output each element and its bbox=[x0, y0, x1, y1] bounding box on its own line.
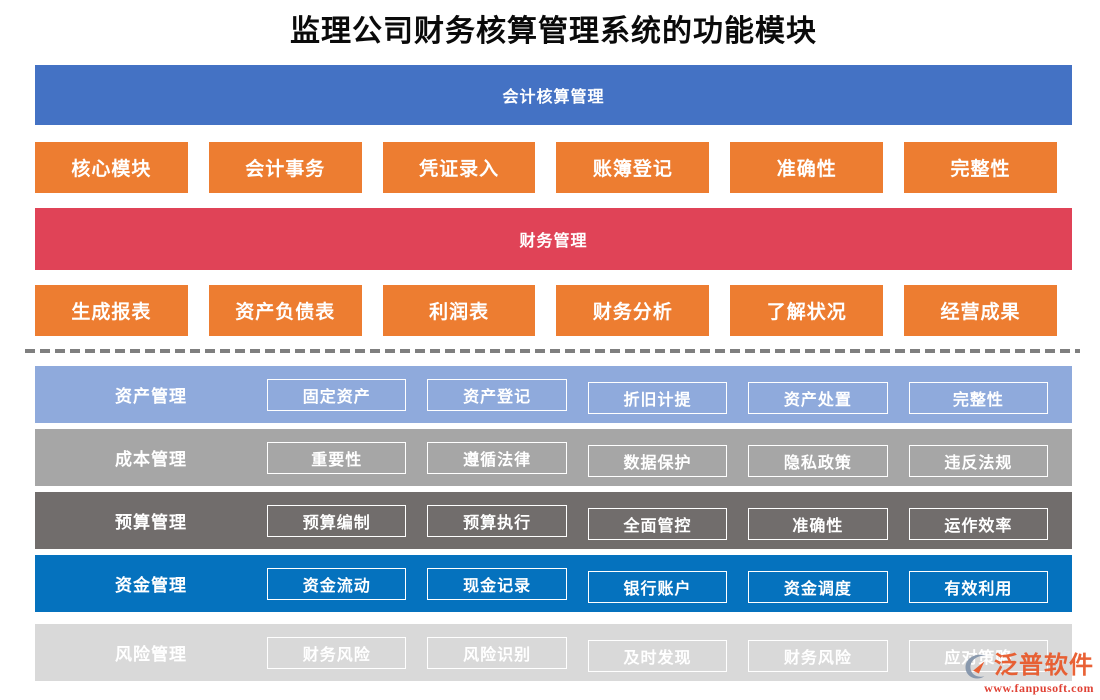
cost-feature-chips: 重要性遵循法律数据保护隐私政策违反法规 bbox=[267, 441, 1072, 477]
feature-chip: 有效利用 bbox=[908, 570, 1049, 603]
row-fund-management: 资金管理 资金流动现金记录银行账户资金调度有效利用 bbox=[35, 555, 1072, 612]
row-label-fund: 资金管理 bbox=[115, 576, 187, 595]
risk-feature-chips: 财务风险风险识别及时发现财务风险应对策略 bbox=[267, 636, 1072, 672]
module-button: 完整性 bbox=[904, 142, 1057, 193]
feature-chip: 数据保护 bbox=[587, 444, 728, 477]
feature-chip: 固定资产 bbox=[267, 378, 407, 411]
diagram-canvas: 监理公司财务核算管理系统的功能模块 会计核算管理 核心模块会计事务凭证录入账簿登… bbox=[25, 14, 1080, 681]
row-asset-management: 资产管理 固定资产资产登记折旧计提资产处置完整性 bbox=[35, 366, 1072, 423]
row-label-budget: 预算管理 bbox=[115, 513, 187, 532]
module-button: 准确性 bbox=[730, 142, 884, 193]
module-button: 凭证录入 bbox=[382, 142, 536, 193]
feature-chip: 运作效率 bbox=[908, 507, 1049, 540]
module-button: 核心模块 bbox=[35, 142, 188, 193]
row-budget-management: 预算管理 预算编制预算执行全面管控准确性运作效率 bbox=[35, 492, 1072, 549]
feature-chip: 遵循法律 bbox=[427, 441, 567, 474]
fund-feature-chips: 资金流动现金记录银行账户资金调度有效利用 bbox=[267, 567, 1072, 603]
feature-chip: 资产处置 bbox=[748, 381, 888, 414]
feature-chip: 违反法规 bbox=[908, 444, 1049, 477]
feature-chip: 重要性 bbox=[267, 441, 407, 474]
feature-chip: 全面管控 bbox=[587, 507, 728, 540]
brand-url: www.fanpusoft.com bbox=[984, 681, 1094, 695]
module-button: 了解状况 bbox=[730, 285, 884, 336]
feature-chip: 完整性 bbox=[908, 381, 1049, 414]
feature-chip: 银行账户 bbox=[587, 570, 728, 603]
module-button: 生成报表 bbox=[35, 285, 188, 336]
feature-chip: 折旧计提 bbox=[587, 381, 728, 414]
brand-watermark: 泛普软件 www.fanpusoft.com bbox=[961, 652, 1094, 694]
row-risk-management: 风险管理 财务风险风险识别及时发现财务风险应对策略 bbox=[35, 624, 1072, 681]
feature-chip: 及时发现 bbox=[587, 639, 728, 672]
module-button: 利润表 bbox=[382, 285, 536, 336]
feature-chip: 预算执行 bbox=[427, 504, 567, 537]
banner-finance-management: 财务管理 bbox=[35, 208, 1072, 270]
feature-chip: 风险识别 bbox=[427, 636, 567, 669]
accounting-modules-row: 核心模块会计事务凭证录入账簿登记准确性完整性 bbox=[35, 142, 1072, 193]
feature-chip: 资金流动 bbox=[267, 567, 407, 600]
dashed-divider bbox=[25, 349, 1080, 353]
row-label-risk: 风险管理 bbox=[115, 645, 187, 664]
feature-chip: 现金记录 bbox=[427, 567, 567, 600]
feature-chip: 财务风险 bbox=[748, 639, 888, 672]
feature-chip: 隐私政策 bbox=[748, 444, 888, 477]
feature-chip: 资产登记 bbox=[427, 378, 567, 411]
feature-chip: 财务风险 bbox=[267, 636, 407, 669]
feature-chip: 预算编制 bbox=[267, 504, 407, 537]
module-button: 财务分析 bbox=[556, 285, 710, 336]
finance-modules-row: 生成报表资产负债表利润表财务分析了解状况经营成果 bbox=[35, 285, 1072, 336]
module-button: 账簿登记 bbox=[556, 142, 710, 193]
asset-feature-chips: 固定资产资产登记折旧计提资产处置完整性 bbox=[267, 378, 1072, 414]
feature-chip: 准确性 bbox=[748, 507, 888, 540]
banner-accounting-management: 会计核算管理 bbox=[35, 65, 1072, 125]
budget-feature-chips: 预算编制预算执行全面管控准确性运作效率 bbox=[267, 504, 1072, 540]
page-title: 监理公司财务核算管理系统的功能模块 bbox=[290, 15, 817, 48]
module-button: 经营成果 bbox=[904, 285, 1057, 336]
row-label-asset: 资产管理 bbox=[115, 387, 187, 406]
module-button: 会计事务 bbox=[208, 142, 362, 193]
row-label-cost: 成本管理 bbox=[115, 450, 187, 469]
row-cost-management: 成本管理 重要性遵循法律数据保护隐私政策违反法规 bbox=[35, 429, 1072, 486]
module-button: 资产负债表 bbox=[208, 285, 362, 336]
brand-name: 泛普软件 bbox=[994, 653, 1094, 679]
fanpu-swoosh-icon bbox=[961, 652, 991, 680]
feature-chip: 资金调度 bbox=[748, 570, 888, 603]
